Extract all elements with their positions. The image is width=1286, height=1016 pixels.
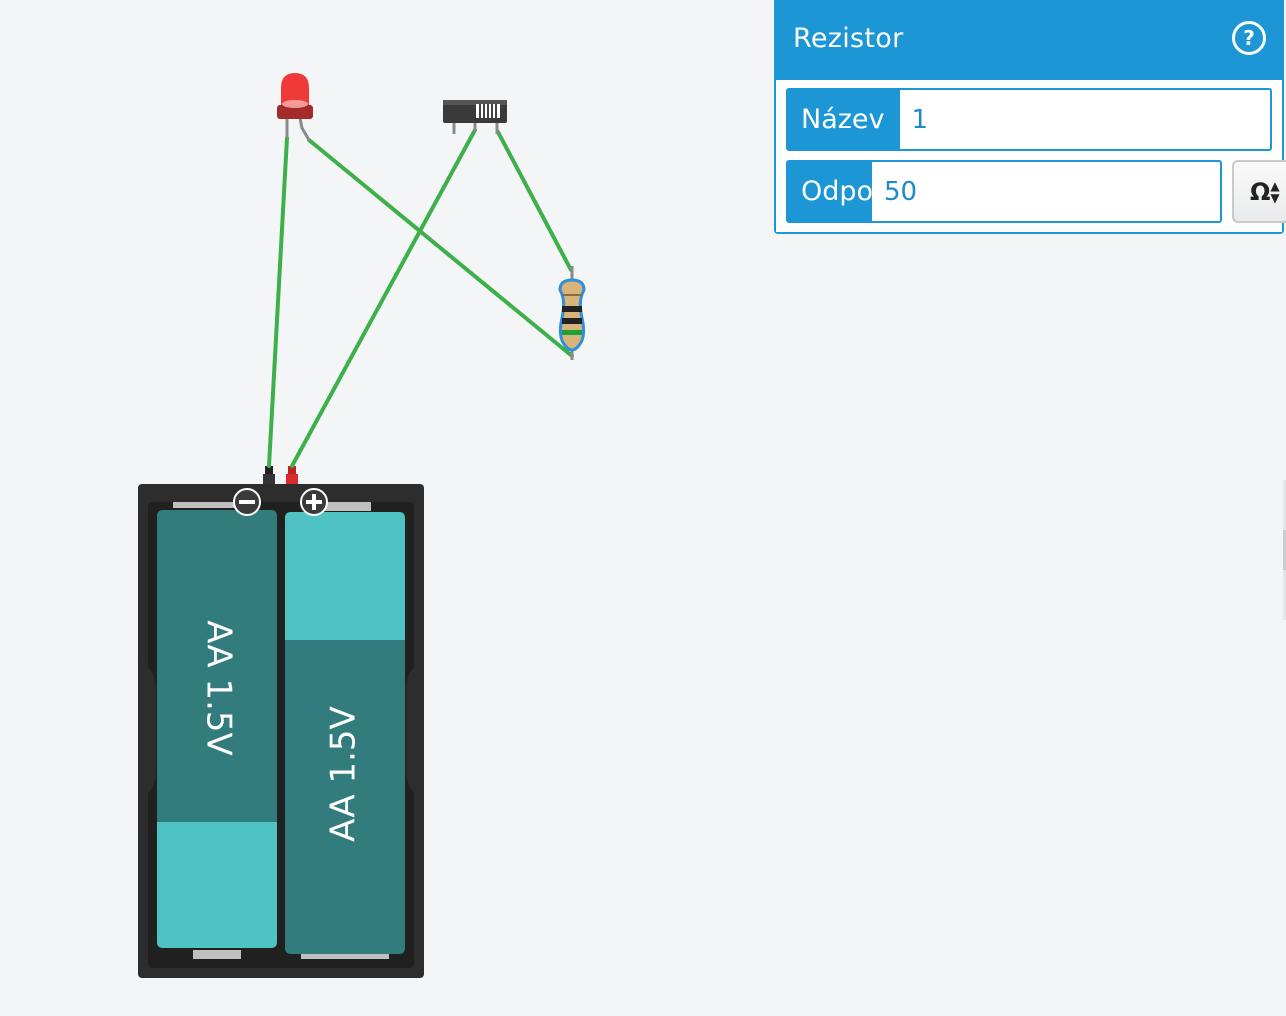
resistance-input[interactable] [872,160,1222,223]
inspector-panel: Rezistor ? Název Odpor Ω ▲ ▼ [774,0,1286,234]
name-input[interactable] [899,88,1272,151]
plus-icon [300,488,328,516]
name-row: Název [786,88,1272,151]
select-arrows-icon: ▲ ▼ [1270,180,1279,204]
battery-holder-notch-left [138,660,156,800]
battery-holder-notch-right [406,660,424,800]
battery-contact [301,954,389,959]
inspector-body: Název Odpor Ω ▲ ▼ [776,80,1286,232]
resistance-label: Odpor [786,160,884,223]
wire-led-anode-to-resistor[interactable] [307,138,574,358]
resistance-row: Odpor Ω ▲ ▼ [786,160,1286,223]
wire-switch-to-battery-positive[interactable] [290,128,477,468]
inspector-title: Rezistor [793,22,904,54]
resistor-component[interactable] [558,266,586,360]
wire-switch-to-resistor[interactable] [496,130,573,272]
battery-positive-terminal [286,474,298,484]
wires [267,128,574,468]
minus-icon [233,488,261,516]
arrow-up-icon: ▲ [1270,178,1280,193]
scrollbar-thumb[interactable] [1283,530,1286,570]
battery-contact [325,502,371,511]
battery-negative-terminal [263,474,275,484]
slide-switch[interactable] [443,100,507,134]
inspector-header: Rezistor ? [776,0,1282,76]
battery-cell-1-label: AA 1.5V [199,620,239,756]
unit-selected-value: Ω [1250,177,1271,206]
wire-led-cathode-to-battery-negative[interactable] [267,136,289,468]
help-icon[interactable]: ? [1232,21,1266,55]
battery-cell-2-label: AA 1.5V [324,706,364,842]
battery-contact [193,950,241,959]
unit-select[interactable]: Ω ▲ ▼ [1232,160,1286,223]
arrow-down-icon: ▼ [1270,190,1280,205]
battery-pack[interactable]: AA 1.5V AA 1.5V [138,466,424,978]
battery-cell-2: AA 1.5V [285,512,405,954]
battery-cell-1: AA 1.5V [157,510,277,948]
led-component[interactable] [277,73,313,141]
name-label: Název [786,88,900,151]
battery-contact [173,502,245,508]
